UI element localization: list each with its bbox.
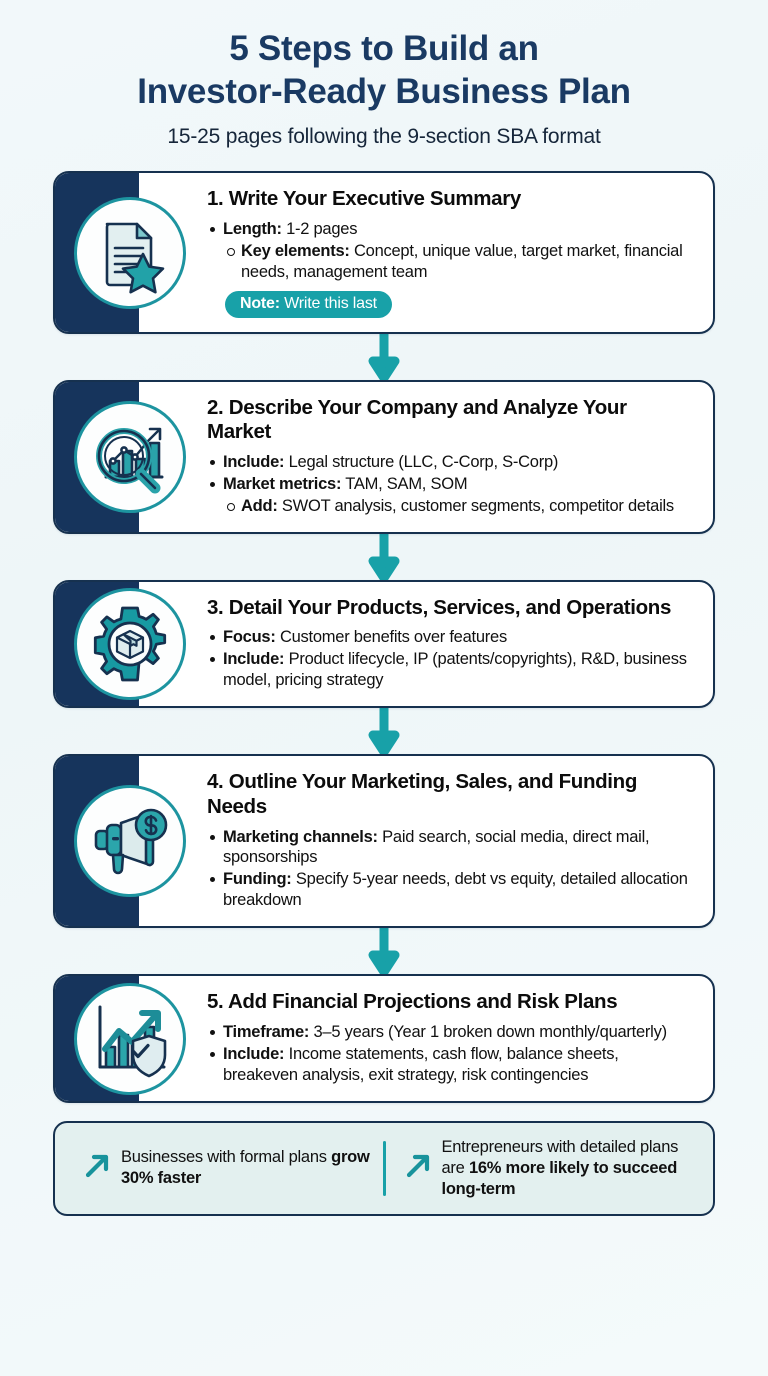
arrow-down-icon (368, 708, 400, 755)
step-icon-column (55, 756, 205, 926)
step-2: 2. Describe Your Company and Analyze You… (53, 379, 715, 534)
step-card[interactable]: 4. Outline Your Marketing, Sales, and Fu… (53, 754, 715, 929)
bullet-item: Focus: Customer benefits over features (207, 627, 695, 648)
stat-item-1: Businesses with formal plans grow 30% fa… (65, 1137, 383, 1200)
step-body: 1. Write Your Executive Summary Length: … (205, 173, 713, 331)
bullet-text: Legal structure (LLC, C-Corp, S-Corp) (288, 453, 559, 472)
step-title: 5. Add Financial Projections and Risk Pl… (207, 990, 618, 1014)
arrow-down-icon (368, 333, 400, 380)
step-bullets: Include: Legal structure (LLC, C-Corp, S… (207, 452, 695, 518)
step-4: 4. Outline Your Marketing, Sales, and Fu… (53, 754, 715, 929)
step-body: 4. Outline Your Marketing, Sales, and Fu… (205, 756, 713, 926)
bullet-item: Include: Product lifecycle, IP (patents/… (207, 649, 695, 691)
step-title: 4. Outline Your Marketing, Sales, and Fu… (207, 770, 637, 818)
step-card[interactable]: 3. Detail Your Products, Services, and O… (53, 579, 715, 709)
bullet-text: Income statements, cash flow, balance sh… (223, 1044, 619, 1084)
trend-up-arrow-icon (404, 1152, 432, 1185)
bullet-item: Funding: Specify 5-year needs, debt vs e… (207, 869, 695, 911)
step-bullets: Timeframe: 3–5 years (Year 1 broken down… (207, 1022, 695, 1087)
bullet-text: Product lifecycle, IP (patents/copyright… (223, 650, 687, 690)
step-title: 1. Write Your Executive Summary (207, 187, 521, 211)
step-body: 2. Describe Your Company and Analyze You… (205, 382, 713, 532)
note-label: Note: (240, 294, 280, 312)
magnifier-chart-icon (74, 400, 186, 513)
step-5: 5. Add Financial Projections and Risk Pl… (53, 974, 715, 1103)
page-title: 5 Steps to Build an Investor-Ready Busin… (0, 28, 768, 113)
bullet-item: Add: SWOT analysis, customer segments, c… (207, 496, 695, 517)
bullet-text: Specify 5-year needs, debt vs equity, de… (223, 870, 688, 910)
bullet-item: Include: Legal structure (LLC, C-Corp, S… (207, 452, 695, 473)
bullet-item: Include: Income statements, cash flow, b… (207, 1044, 695, 1086)
step-icon-column (55, 582, 205, 706)
stat-text: Entrepreneurs with detailed plans are 16… (442, 1137, 692, 1200)
bullet-label: Focus: (223, 628, 276, 647)
step-note-badge: Note: Write this last (225, 290, 392, 318)
arrow-down-icon (368, 533, 400, 580)
bullet-text: SWOT analysis, customer segments, compet… (281, 496, 674, 515)
step-title: 3. Detail Your Products, Services, and O… (207, 595, 671, 619)
step-bullets: Length: 1-2 pages Key elements: Concept,… (207, 219, 695, 284)
note-text: Write this last (284, 294, 377, 312)
bullet-item: Timeframe: 3–5 years (Year 1 broken down… (207, 1022, 695, 1043)
steps-list: 1. Write Your Executive Summary Length: … (0, 171, 768, 1103)
document-star-icon (74, 196, 186, 309)
footer-stats-bar: Businesses with formal plans grow 30% fa… (53, 1120, 715, 1217)
bullet-item: Length: 1-2 pages (207, 219, 695, 240)
page-subtitle: 15-25 pages following the 9-section SBA … (167, 125, 601, 149)
step-icon-column (55, 173, 205, 331)
bullet-text: TAM, SAM, SOM (345, 474, 468, 493)
stat-prefix: Entrepreneurs with detailed plans are (441, 1137, 679, 1177)
megaphone-dollar-icon (74, 785, 186, 898)
gear-box-icon (74, 588, 186, 701)
step-body: 3. Detail Your Products, Services, and O… (205, 582, 713, 706)
step-1: 1. Write Your Executive Summary Length: … (53, 171, 715, 334)
connector-arrow-1 (53, 333, 715, 380)
bullet-label: Include: (223, 1044, 285, 1063)
connector-arrow-3 (53, 708, 715, 755)
bullet-label: Timeframe: (223, 1022, 310, 1041)
step-icon-column (55, 976, 205, 1100)
step-bullets: Marketing channels: Paid search, social … (207, 827, 695, 913)
stat-prefix: Businesses with formal plans (121, 1148, 332, 1167)
step-card[interactable]: 5. Add Financial Projections and Risk Pl… (53, 974, 715, 1103)
bullet-label: Market metrics: (223, 474, 342, 493)
bullet-label: Key elements: (241, 241, 350, 260)
bullet-item: Marketing channels: Paid search, social … (207, 827, 695, 869)
connector-arrow-2 (53, 533, 715, 580)
bullet-item: Market metrics: TAM, SAM, SOM (207, 474, 695, 495)
step-card[interactable]: 1. Write Your Executive Summary Length: … (53, 171, 715, 334)
header: 5 Steps to Build an Investor-Ready Busin… (0, 0, 768, 149)
bullet-text: Paid search, social media, direct mail, … (223, 827, 650, 867)
bullet-label: Add: (241, 496, 278, 515)
connector-arrow-4 (53, 928, 715, 975)
trend-up-arrow-icon (83, 1152, 111, 1185)
title-line-2: Investor-Ready Business Plan (137, 71, 631, 111)
stat-highlight: 16% more likely to succeed long-term (441, 1158, 678, 1198)
step-card[interactable]: 2. Describe Your Company and Analyze You… (53, 379, 715, 534)
bullet-text: 1-2 pages (286, 219, 358, 238)
step-3: 3. Detail Your Products, Services, and O… (53, 579, 715, 709)
arrow-down-icon (368, 928, 400, 975)
bullet-text: Concept, unique value, target market, fi… (241, 241, 683, 281)
bullet-label: Marketing channels: (223, 827, 378, 846)
stats-divider (382, 1140, 386, 1197)
step-icon-column (55, 382, 205, 532)
bullet-item: Key elements: Concept, unique value, tar… (207, 241, 695, 283)
title-line-1: 5 Steps to Build an (229, 29, 539, 68)
stat-item-2: Entrepreneurs with detailed plans are 16… (386, 1137, 704, 1200)
bullet-text: 3–5 years (Year 1 broken down monthly/qu… (313, 1022, 668, 1041)
bullet-label: Include: (223, 453, 285, 472)
bullet-label: Length: (223, 219, 282, 238)
growth-chart-shield-icon (74, 982, 186, 1095)
bullet-label: Include: (223, 650, 285, 669)
stat-highlight: grow 30% faster (121, 1148, 370, 1188)
bullet-label: Funding: (223, 870, 292, 889)
bullet-text: Customer benefits over features (279, 628, 507, 647)
step-body: 5. Add Financial Projections and Risk Pl… (205, 976, 713, 1100)
step-bullets: Focus: Customer benefits over features I… (207, 627, 695, 692)
step-title: 2. Describe Your Company and Analyze You… (207, 395, 627, 444)
stat-text: Businesses with formal plans grow 30% fa… (121, 1147, 371, 1189)
